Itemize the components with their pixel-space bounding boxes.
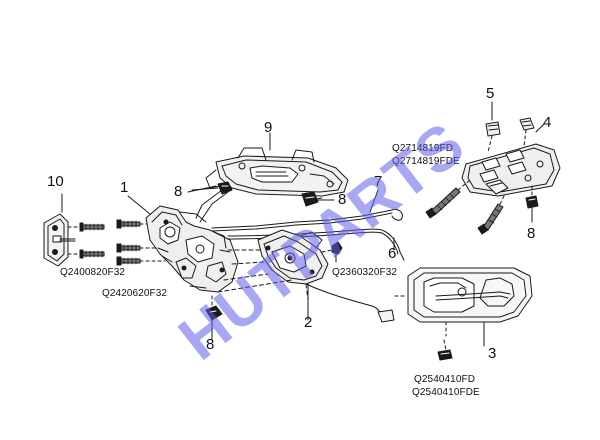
part-1-door-latch: [145, 205, 239, 293]
callout-6: 6: [388, 245, 397, 262]
callout-3: 3: [488, 345, 497, 362]
part-code-q2714819fd: Q2714819FD: [392, 143, 454, 154]
part-10-striker-plate: [43, 213, 79, 267]
callout-5: 5: [486, 85, 495, 102]
part-code-q2420620f32: Q2420620F32: [102, 288, 168, 299]
callout-8-right: 8: [527, 225, 536, 242]
latch-screw-1: [116, 219, 161, 229]
part-code-q2714819fde: Q2714819FDE: [392, 156, 460, 167]
part-code-q2540410fd: Q2540410FD: [414, 374, 476, 385]
striker-screw-upper: [79, 222, 105, 232]
bracket-nut-right: [525, 185, 539, 223]
rivet-q2360320: [321, 241, 343, 263]
callout-8-top-left: 8: [174, 183, 183, 200]
latch-screw-3: [116, 256, 166, 266]
assembly-guide-lines: [217, 249, 309, 301]
clip-nut-upper-mid: [301, 191, 319, 207]
callout-1: 1: [120, 179, 129, 196]
part-5-clip-left: [485, 101, 501, 153]
part-9-outside-handle: [205, 132, 349, 197]
part-6-cable-connector: [393, 237, 405, 261]
clip-nut-bottom: [205, 295, 223, 337]
part-2-lock-actuator: [257, 229, 395, 323]
callout-8-top-mid: 8: [338, 191, 347, 208]
bracket-screw-left: [425, 179, 471, 219]
part-7-cable: [369, 189, 379, 213]
striker-screw-lower: [79, 249, 105, 259]
part-code-q2540410fde: Q2540410FDE: [412, 387, 480, 398]
clip-nut-upper-left: [217, 181, 233, 195]
callout-leaders: [61, 185, 323, 341]
callout-10: 10: [47, 173, 64, 190]
callout-9: 9: [264, 119, 273, 136]
callout-8-bottom: 8: [206, 336, 215, 353]
bracket-screw-mid: [477, 195, 505, 235]
part-4-bracket: [461, 123, 561, 197]
clip-q2540410: [437, 321, 453, 361]
callout-2: 2: [304, 314, 313, 331]
clip-right: [519, 117, 535, 147]
latch-screw-2: [116, 243, 163, 253]
callout-7: 7: [374, 173, 383, 190]
part-code-q2360320f32: Q2360320F32: [332, 267, 398, 278]
callout-4: 4: [543, 114, 552, 131]
part-3-inside-handle: [393, 267, 533, 347]
part-code-q2400820f32: Q2400820F32: [60, 267, 126, 278]
